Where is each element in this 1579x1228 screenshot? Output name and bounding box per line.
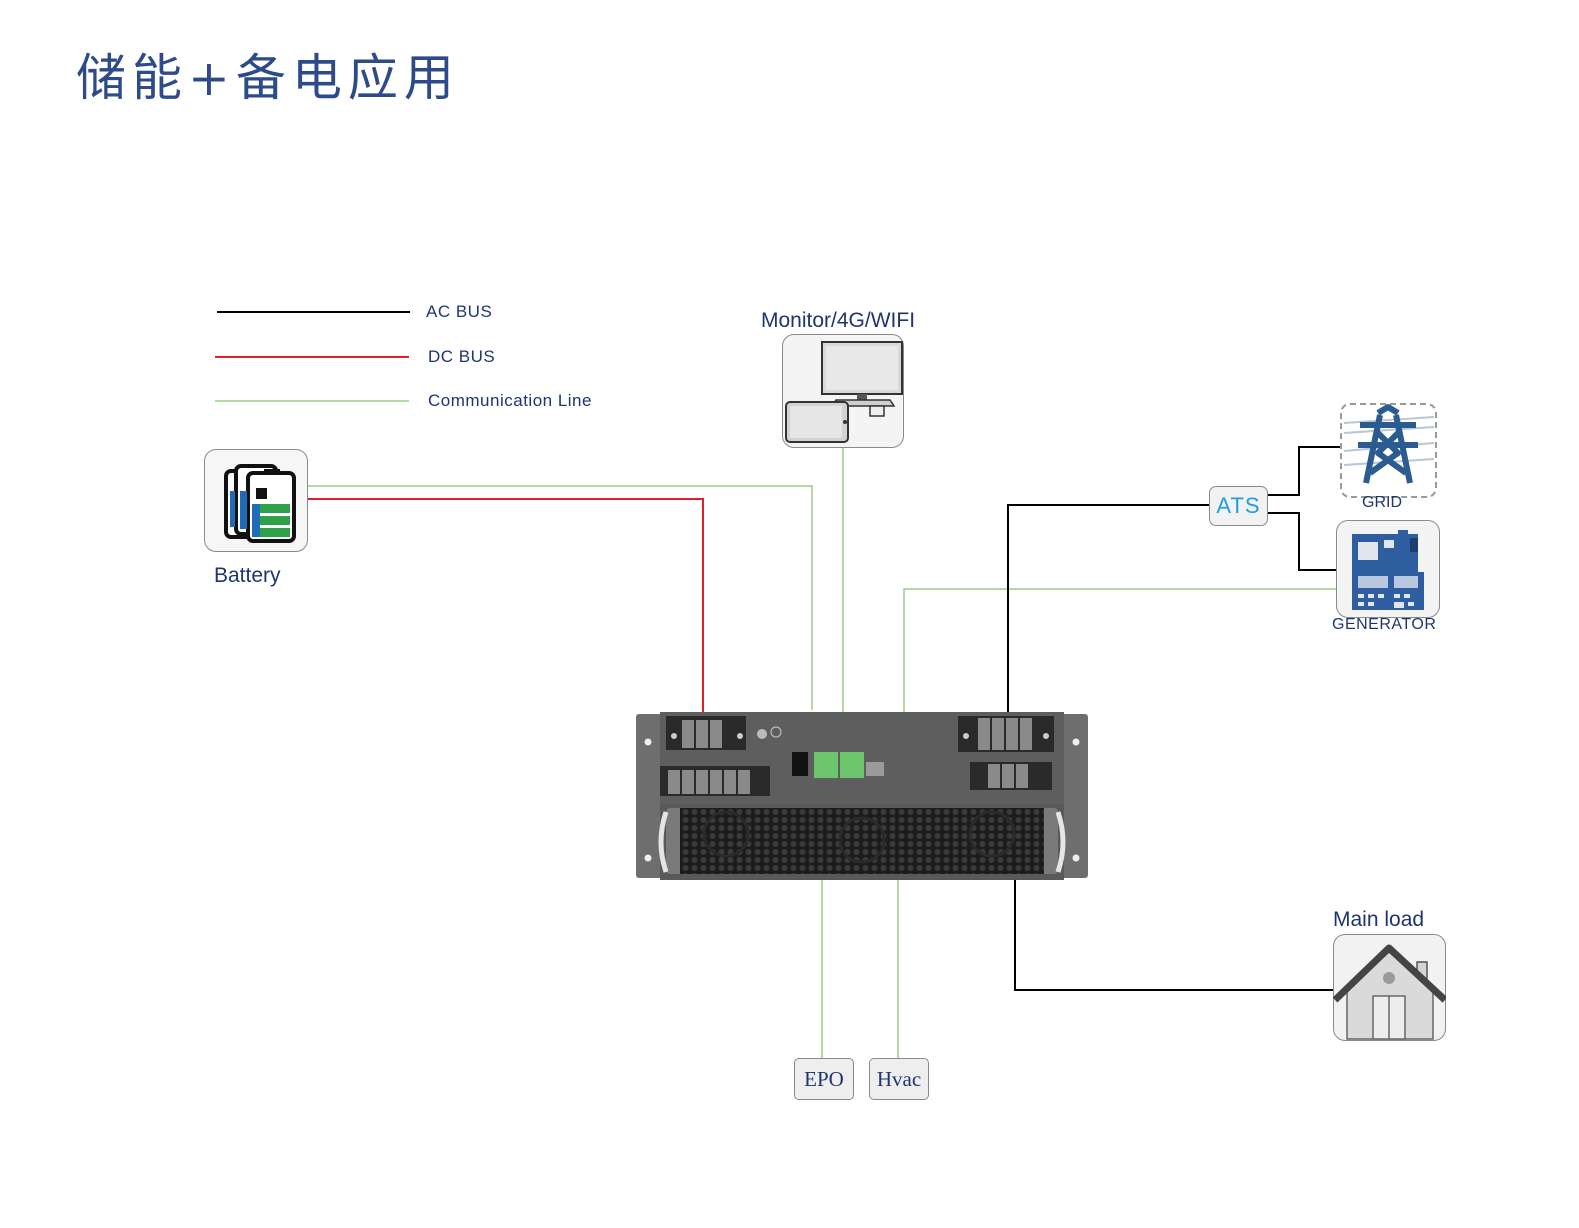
epo-label: EPO [804, 1067, 844, 1091]
monitor-label: Monitor/4G/WIFI [761, 309, 916, 332]
battery-dc-wire [308, 498, 704, 718]
generator-comm-wire [903, 588, 1336, 712]
main-load-label: Main load [1333, 908, 1425, 931]
legend-ac-label: AC BUS [426, 302, 493, 321]
legend-comm-label: Communication Line [428, 391, 592, 410]
ats-label: ATS [1216, 493, 1261, 518]
legend-dc-label: DC BUS [428, 347, 496, 366]
grid-node [1340, 403, 1437, 498]
ats-node: ATS [1209, 486, 1268, 526]
generator-node [1336, 520, 1440, 618]
monitor-node [782, 334, 904, 448]
page-title: 储能+备电应用 [76, 49, 460, 107]
ats-generator-wire [1267, 512, 1336, 571]
generator-icon [1352, 530, 1424, 610]
house-icon [1333, 944, 1446, 1040]
battery-comm-wire [308, 485, 813, 710]
hvac-node: Hvac [869, 1058, 929, 1100]
ats-grid-wire [1267, 446, 1340, 496]
rack-inverter-icon [636, 712, 1088, 880]
grid-label: GRID [1362, 494, 1402, 511]
battery-label: Battery [214, 564, 281, 587]
hvac-label: Hvac [876, 1067, 922, 1091]
epo-node: EPO [794, 1058, 854, 1100]
ats-ac-wire [1007, 504, 1209, 718]
power-tower-icon [1343, 404, 1435, 484]
main-load-node [1333, 934, 1446, 1041]
battery-node [204, 449, 308, 552]
generator-label: GENERATOR [1332, 616, 1437, 633]
monitor-tablet-icon [785, 341, 903, 443]
battery-icon [224, 464, 296, 543]
